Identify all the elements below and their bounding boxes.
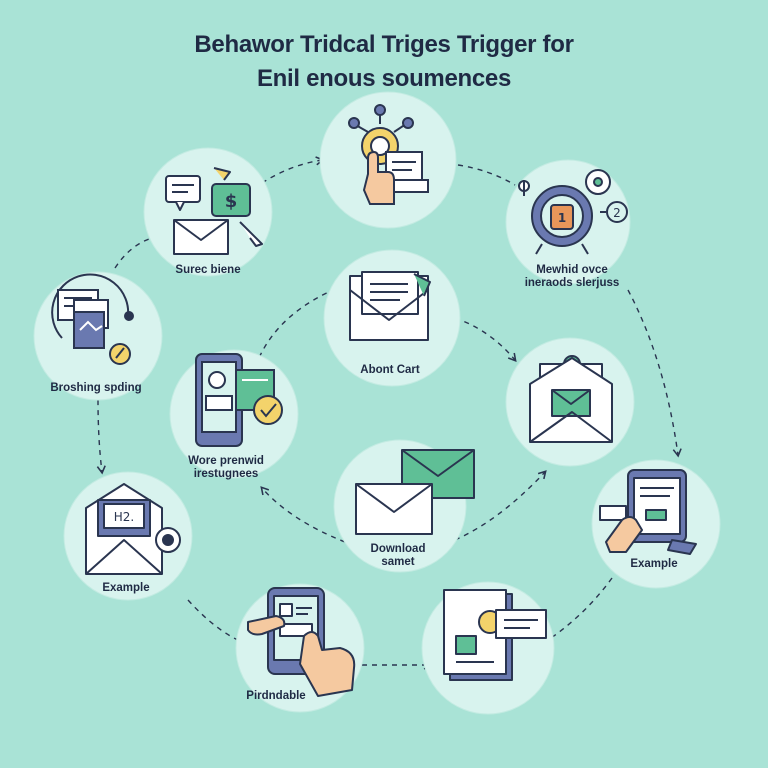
arrow-mewhid-down <box>627 289 682 458</box>
envelope-h2-icon: H2. <box>85 483 181 575</box>
alarm-clock-icon: 2 1 <box>518 169 628 255</box>
double-envelope-icon <box>355 449 475 535</box>
envelope-letter-icon <box>349 271 431 341</box>
arrow-right-to-bottom <box>547 577 613 641</box>
arrow-exampleleft-to-pirdndable <box>187 599 243 643</box>
label-download-line1: Download <box>370 543 426 555</box>
label-download-line2: samet <box>381 556 415 568</box>
arrow-broshing-down <box>96 399 106 475</box>
arrow-download-to-wore <box>260 486 346 543</box>
label-pirdndable: Pirdndable <box>246 690 306 702</box>
label-wore: Wore prenwid irestugnees <box>188 455 264 481</box>
label-mewhid-line2: ineraods slerjuss <box>524 277 620 289</box>
arrow-broshing-to-surec <box>114 237 153 269</box>
open-envelope-icon <box>529 355 613 443</box>
document-progress-icon <box>51 273 134 365</box>
label-wore-line1: Wore prenwid <box>188 455 264 467</box>
arrow-abont-to-rightenv <box>454 317 517 362</box>
label-wore-line2: irestugnees <box>193 468 259 480</box>
arrow-abont-to-wore <box>257 284 346 361</box>
arrow-surec-to-top <box>261 156 325 184</box>
arrow-top-to-mewhid <box>457 164 516 186</box>
node-surec <box>143 147 273 277</box>
label-surec: Surec biene <box>175 264 241 276</box>
label-mewhid-line1: Mewhid ovce <box>536 264 608 276</box>
click-target-icon <box>348 104 429 205</box>
document-badge-icon <box>443 589 547 681</box>
label-mewhid: Mewhid ovce ineraods slerjuss <box>525 264 620 290</box>
diagram-title: Behawor Tridcal Triges Trigger for Enil … <box>0 28 768 96</box>
phone-tap-icon <box>247 587 356 697</box>
svg-text:$: $ <box>225 191 238 212</box>
email-payment-icon: $ <box>165 167 263 255</box>
svg-text:1: 1 <box>558 211 566 225</box>
label-example-right: Example <box>630 558 678 570</box>
label-broshing: Broshing spding <box>50 382 142 394</box>
label-example-left: Example <box>102 582 150 594</box>
mobile-check-icon <box>195 353 283 447</box>
inner-connectors <box>257 284 547 543</box>
arrow-download-to-right <box>454 470 547 541</box>
svg-text:2: 2 <box>613 206 621 220</box>
tablet-hand-icon <box>599 469 697 555</box>
title-line-1: Behawor Tridcal Triges Trigger for <box>194 31 574 58</box>
label-download: Download samet <box>371 543 426 569</box>
label-abont: Abont Cart <box>360 364 420 376</box>
title-line-2: Enil enous soumences <box>256 65 512 92</box>
svg-text:H2.: H2. <box>114 510 134 524</box>
